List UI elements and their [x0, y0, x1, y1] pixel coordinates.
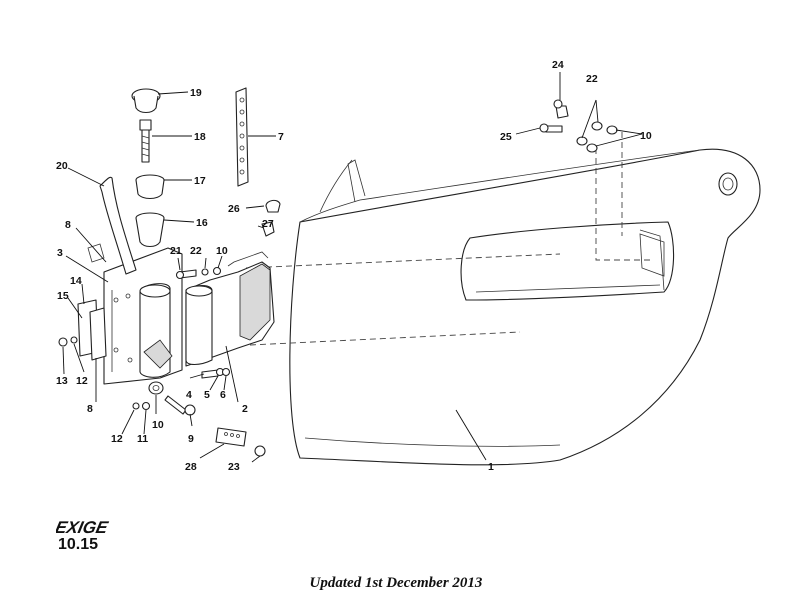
- callout-11: 11: [137, 433, 148, 445]
- callout-19: 19: [190, 87, 202, 99]
- fasteners-parts: [58, 99, 618, 457]
- callout-14: 14: [70, 275, 82, 287]
- callout-25: 25: [500, 131, 512, 143]
- callout-22b: 22: [586, 73, 598, 85]
- callout-12b: 12: [76, 375, 88, 387]
- callout-6: 6: [220, 389, 226, 401]
- callout-2: 2: [242, 403, 248, 415]
- callout-23: 23: [228, 461, 240, 473]
- hinge-bracket-part: [103, 247, 183, 385]
- callout-3: 3: [57, 247, 63, 259]
- callout-22a: 22: [190, 245, 202, 257]
- callout-10b: 10: [216, 245, 228, 257]
- callout-15: 15: [57, 290, 69, 302]
- exige-logo: EXIGE: [56, 517, 110, 537]
- shim-plates-part: [77, 243, 107, 361]
- hinge-body-part: [185, 251, 275, 367]
- callout-17: 17: [194, 175, 206, 187]
- door-panel-part: [245, 132, 761, 466]
- logo-wordmark: EXIGE: [56, 517, 110, 537]
- callout-1: 1: [488, 461, 494, 473]
- callout-18: 18: [194, 131, 206, 143]
- leader-lines: [62, 72, 643, 463]
- callout-5: 5: [204, 389, 210, 401]
- callout-21: 21: [170, 245, 182, 257]
- callout-13: 13: [56, 375, 68, 387]
- callout-7: 7: [278, 131, 284, 143]
- section-code: 10.15: [58, 536, 99, 553]
- callout-10a: 10: [152, 419, 164, 431]
- callout-16: 16: [196, 217, 208, 229]
- callout-8b: 8: [87, 403, 93, 415]
- callout-8a: 8: [65, 219, 71, 231]
- callout-12a: 12: [111, 433, 123, 445]
- callout-20: 20: [56, 160, 68, 172]
- callout-26: 26: [228, 203, 240, 215]
- callout-10c: 10: [640, 130, 652, 142]
- callout-4: 4: [186, 389, 192, 401]
- callout-labels: 1 2 3 4 5 6 7 8 8 9 10 10 10 11 12 12 13…: [56, 59, 652, 473]
- check-strap-part: [99, 176, 137, 275]
- callout-9: 9: [188, 433, 194, 445]
- updated-note: Updated 1st December 2013: [309, 575, 483, 591]
- callout-27: 27: [262, 218, 274, 230]
- callout-24: 24: [552, 59, 564, 71]
- hinge-stack-parts: [131, 88, 165, 248]
- hinge-strip-part: [235, 87, 249, 187]
- callout-28: 28: [185, 461, 197, 473]
